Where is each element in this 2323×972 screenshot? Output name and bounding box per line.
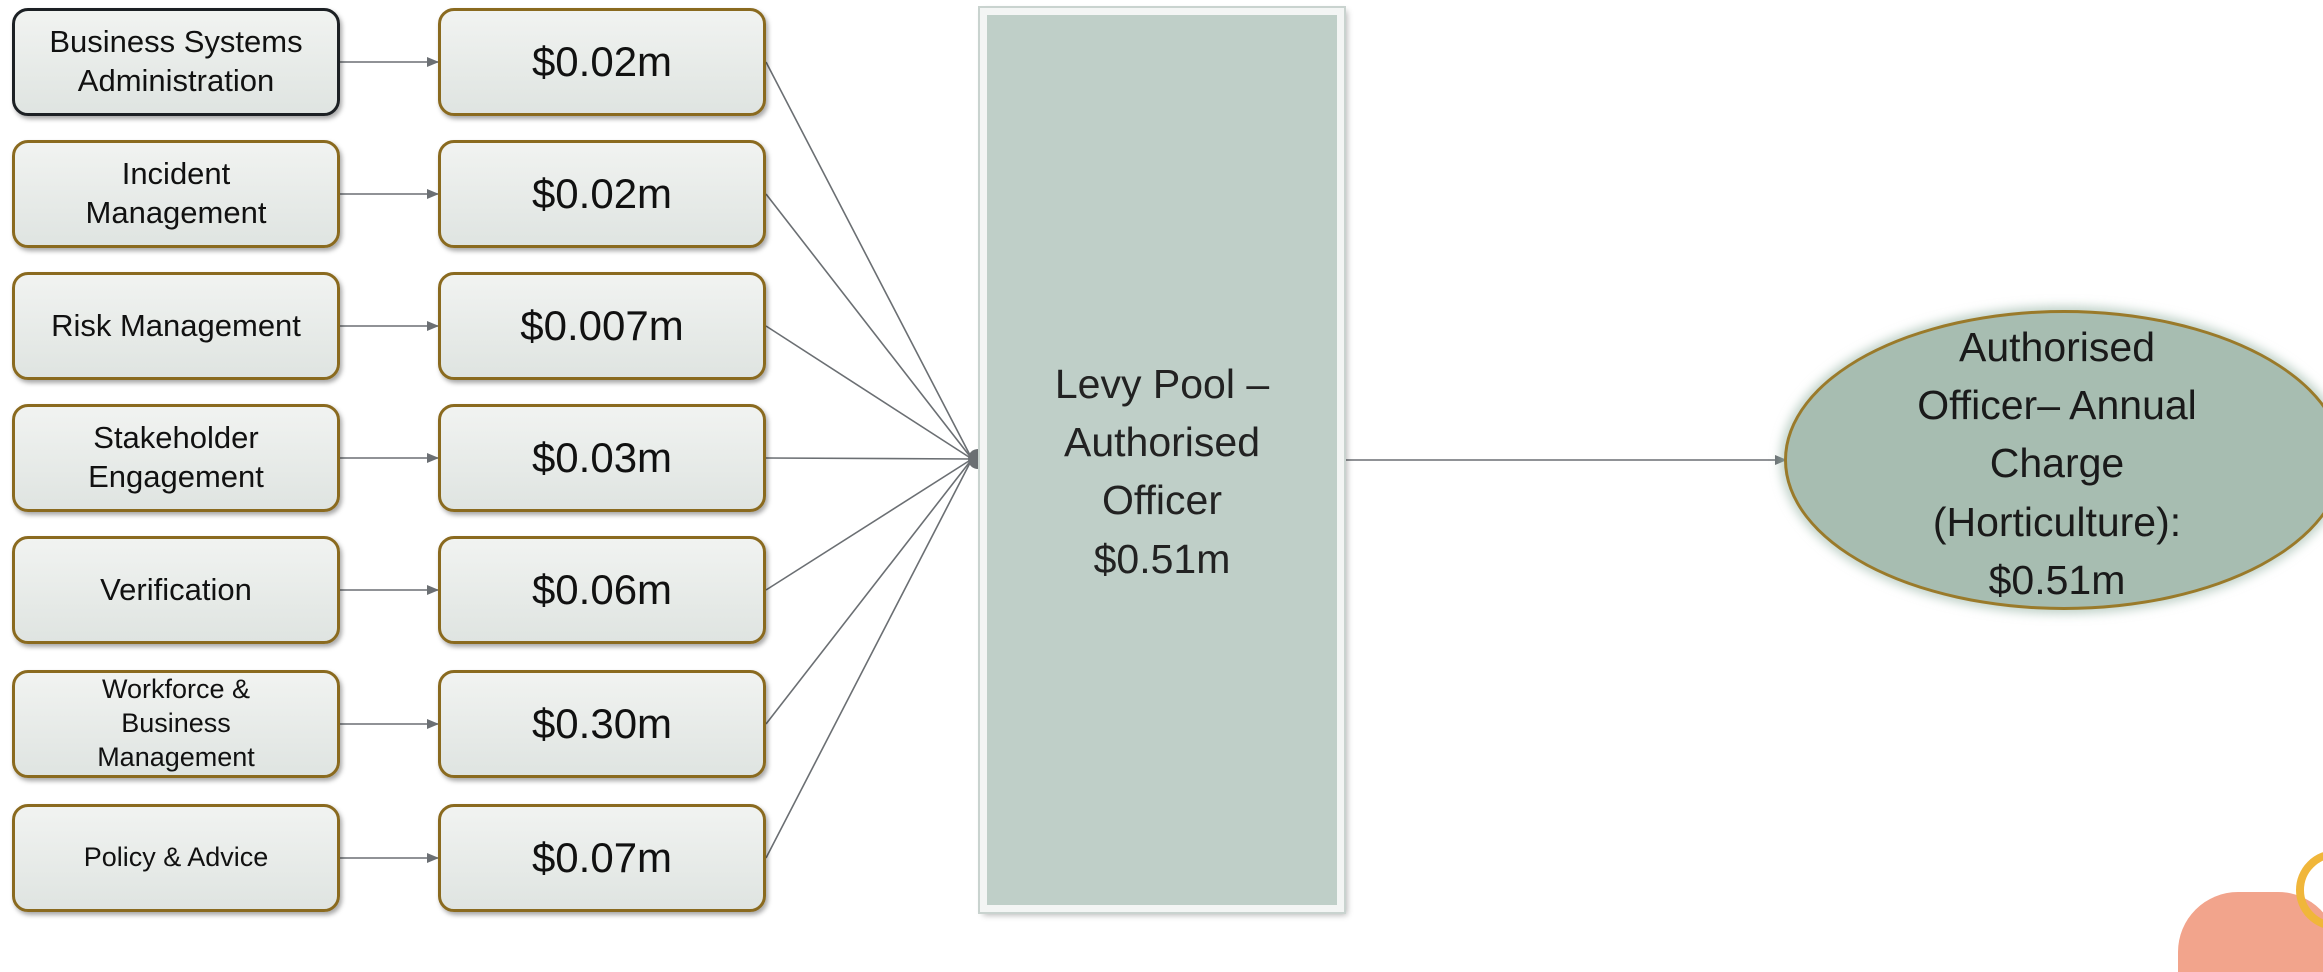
- value-to-pool-connector-1: [765, 193, 973, 460]
- value-box-verification: $0.06m: [438, 536, 766, 644]
- result-total: $0.51m: [1988, 556, 2126, 603]
- category-label-line: Verification: [100, 571, 252, 607]
- value-text: $0.30m: [531, 699, 673, 747]
- value-box-incident-management: $0.02m: [438, 140, 766, 248]
- value-box-workforce-business-management: $0.30m: [438, 670, 766, 778]
- value-to-pool-connector-6: [765, 458, 973, 859]
- value-to-pool-connector-3: [765, 457, 973, 460]
- result-label-line: Officer– Annual: [1917, 382, 2197, 429]
- category-label-line: Administration: [77, 63, 275, 98]
- category-box-verification: Verification: [12, 536, 340, 644]
- category-label-line: Risk Management: [51, 307, 301, 343]
- value-text: $0.07m: [531, 833, 673, 881]
- pool-total: $0.51m: [1093, 535, 1231, 582]
- annual-charge-ellipse: [1784, 310, 2323, 610]
- value-text: $0.007m: [520, 301, 684, 349]
- category-label-line: Stakeholder: [93, 420, 259, 456]
- category-label-line: Workforce &: [101, 674, 251, 705]
- result-label-line: (Horticulture):: [1932, 498, 2182, 545]
- value-box-business-systems-administration: $0.02m: [438, 8, 766, 116]
- category-label-line: Engagement: [88, 459, 264, 494]
- pool-label-line: Authorised: [1063, 419, 1260, 466]
- category-label-line: Policy & Advice: [83, 842, 269, 873]
- value-text: $0.03m: [531, 433, 673, 481]
- pool-label-line: Officer: [1102, 477, 1222, 524]
- value-to-pool-connector-4: [765, 458, 973, 591]
- connector-layer: [340, 57, 1787, 863]
- value-box-risk-management: $0.007m: [438, 272, 766, 380]
- value-box-stakeholder-engagement: $0.03m: [438, 404, 766, 512]
- value-to-pool-connector-0: [765, 61, 973, 460]
- pool-label-line: Levy Pool –: [1054, 361, 1270, 407]
- value-box-policy-advice: $0.07m: [438, 804, 766, 912]
- category-label-line: Business: [121, 708, 231, 739]
- category-label-line: Incident: [121, 156, 231, 192]
- category-box-policy-advice: Policy & Advice: [12, 804, 340, 912]
- value-text: $0.02m: [531, 37, 673, 85]
- category-label-line: Management: [97, 741, 255, 772]
- value-text: $0.02m: [531, 169, 673, 217]
- value-to-pool-connector-5: [765, 458, 973, 725]
- value-to-pool-connector-2: [765, 325, 973, 460]
- value-text: $0.06m: [531, 565, 673, 613]
- category-label-line: Management: [85, 195, 267, 230]
- result-label-line: Charge: [1989, 440, 2125, 487]
- category-label-line: Business Systems: [49, 24, 303, 60]
- result-label-line: Authorised: [1958, 324, 2155, 370]
- category-box-risk-management: Risk Management: [12, 272, 340, 380]
